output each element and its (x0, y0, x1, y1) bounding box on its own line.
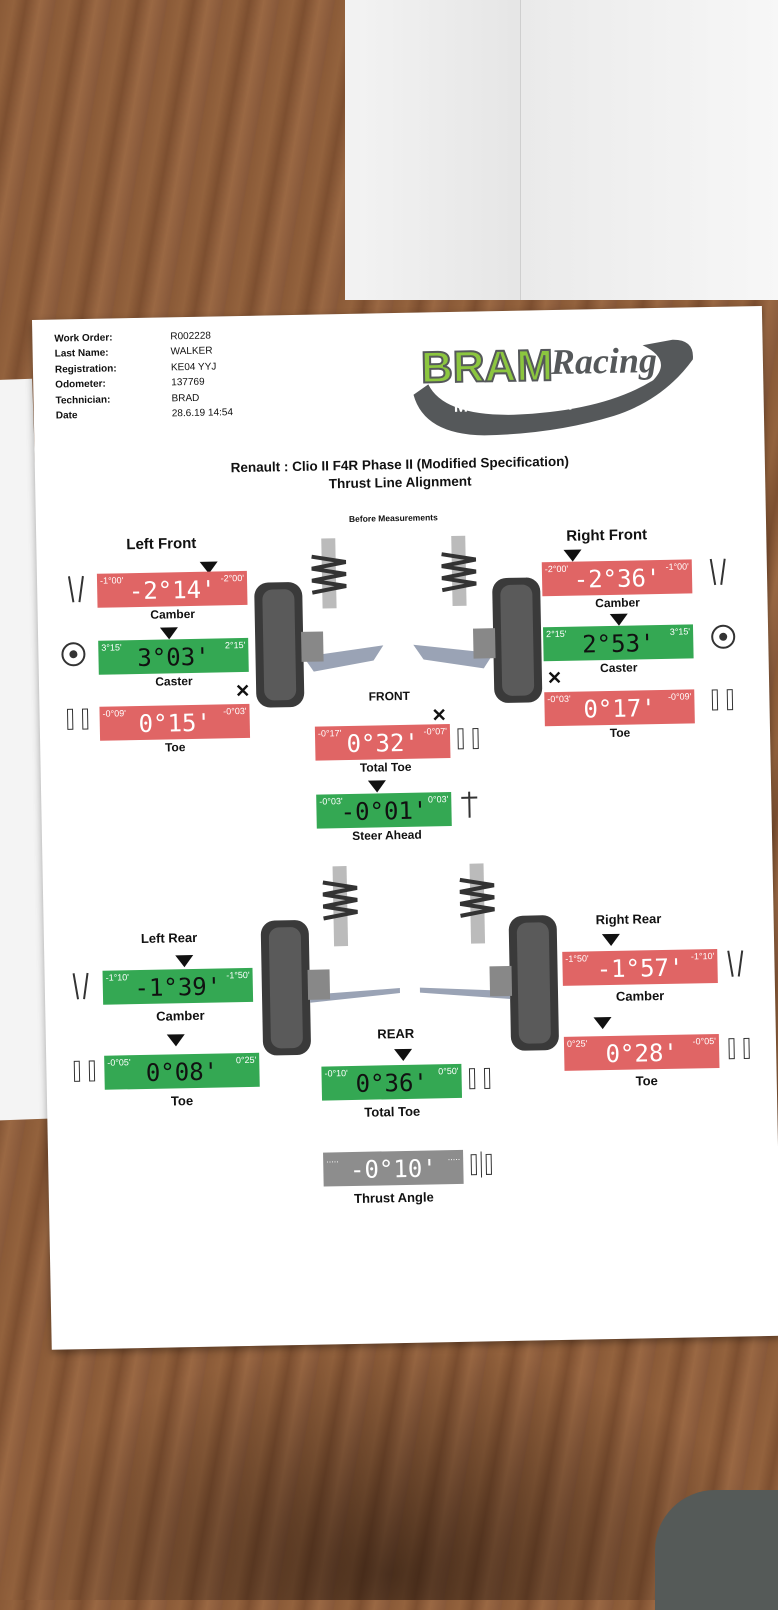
gauge-value: -1°39' (134, 972, 222, 1003)
shadow (0, 1340, 778, 1600)
camber-diagram-icon (67, 575, 84, 603)
steer-ahead-arrow-icon (367, 780, 387, 793)
toe-diagram-icon (73, 1060, 96, 1082)
left-front-toe-gauge: -0°09' -0°03' 0°15' (99, 703, 251, 741)
info-row: Date 28.6.19 14:54 (56, 405, 233, 424)
rear-total-toe-arrow-icon (394, 1048, 413, 1062)
gauge-value: -2°14' (128, 575, 216, 606)
right-front-camber-arrow-icon (563, 549, 582, 562)
left-rear-camber-label: Camber (156, 1007, 205, 1024)
right-front-caster-gauge: 2°15' 3°15' 2°53' (542, 624, 694, 662)
gauge-value: 0°32' (346, 728, 420, 759)
rear-total-toe-label: Total Toe (364, 1103, 421, 1120)
rear-section-label: REAR (377, 1025, 415, 1042)
bram-racing-logo: BRAM Racing MOTORSPORT (413, 339, 693, 436)
gauge-value: 0°17' (583, 694, 656, 724)
camber-diagram-icon (709, 558, 726, 586)
steer-ahead-label: Steer Ahead (352, 827, 422, 843)
left-front-toe-label: Toe (164, 740, 186, 755)
gauge-value: 0°08' (145, 1057, 219, 1087)
thrust-angle-label: Thrust Angle (353, 1189, 434, 1206)
right-front-toe-label: Toe (609, 725, 631, 740)
info-value: BRAD (171, 392, 200, 404)
caster-wheel-icon (61, 642, 86, 667)
gauge-value: -1°57' (596, 953, 684, 984)
left-rear-label: Left Rear (140, 929, 198, 947)
right-front-camber-gauge: -2°00' -1°00' -2°36' (541, 559, 693, 597)
front-suspension-diagram (254, 535, 543, 708)
steer-ahead-gauge: -0°03' 0°03' -0°01' (316, 792, 452, 829)
gauge-value: -2°36' (573, 563, 661, 594)
front-section-label: FRONT (368, 688, 411, 704)
info-value: WALKER (170, 345, 213, 358)
info-value: R002228 (170, 330, 212, 343)
right-front-camber-label: Camber (595, 595, 641, 611)
gauge-value: -0°10' (349, 1154, 437, 1185)
left-front-caster-arrow-icon (159, 627, 179, 640)
right-rear-camber-gauge: -1°50' -1°10' -1°57' (562, 948, 718, 986)
left-rear-toe-gauge: -0°05' 0°25' 0°08' (104, 1052, 260, 1090)
left-front-camber-gauge: -1°00' -2°00' -2°14' (96, 570, 248, 608)
report-title: Renault : Clio II F4R Phase II (Modified… (35, 449, 766, 499)
logo-word-motorsport: MOTORSPORT (454, 395, 576, 416)
left-rear-toe-label: Toe (170, 1093, 194, 1109)
toe-diagram-icon (66, 708, 89, 730)
right-front-label: Right Front (566, 526, 648, 545)
total-toe-icon (468, 1067, 491, 1090)
thrust-angle-gauge: ..... ..... -0°10' (323, 1149, 464, 1187)
right-front-caster-label: Caster (599, 660, 638, 676)
thrust-angle-icon (470, 1151, 492, 1178)
gauge-value: 3°03' (137, 642, 210, 673)
total-toe-icon (457, 728, 479, 750)
left-front-caster-gauge: 3°15' 2°15' 3°03' (98, 637, 249, 675)
left-rear-camber-arrow-icon (175, 955, 194, 968)
info-value: KE04 YYJ (170, 361, 217, 374)
front-total-toe-gauge: -0°17' -0°07' 0°32' (314, 724, 451, 761)
left-rear-camber-gauge: -1°10' -1°50' -1°39' (102, 967, 254, 1005)
left-rear-toe-arrow-icon (166, 1034, 185, 1047)
right-rear-camber-label: Camber (615, 987, 665, 1004)
gauge-value: -0°01' (340, 796, 428, 827)
job-info: Work Order:R002228 Last Name:WALKER Regi… (54, 328, 233, 424)
right-rear-camber-arrow-icon (601, 933, 621, 947)
caster-wheel-icon (711, 624, 736, 649)
camber-diagram-icon (727, 950, 744, 977)
left-front-caster-label: Caster (155, 673, 193, 689)
toe-diagram-icon (728, 1037, 750, 1060)
right-rear-label: Right Rear (595, 911, 662, 928)
rear-suspension-diagram (260, 863, 559, 1056)
right-rear-toe-label: Toe (635, 1073, 658, 1089)
alignment-report-sheet: Work Order:R002228 Last Name:WALKER Regi… (32, 305, 778, 1350)
out-of-spec-x-icon: ✕ (234, 680, 251, 702)
front-total-toe-label: Total Toe (359, 759, 412, 775)
rear-total-toe-gauge: -0°10' 0°50' 0°36' (321, 1063, 463, 1101)
logo-word-racing: Racing (550, 340, 658, 382)
right-rear-toe-gauge: 0°25' -0°05' 0°28' (563, 1033, 720, 1071)
toe-diagram-icon (711, 689, 734, 711)
box-panel (520, 0, 778, 300)
left-front-camber-label: Camber (150, 606, 196, 622)
gauge-value: 0°28' (605, 1038, 679, 1069)
info-value: 137769 (171, 376, 205, 389)
left-front-label: Left Front (126, 534, 197, 554)
right-front-caster-arrow-icon (609, 613, 628, 626)
gauge-value: 0°15' (138, 708, 212, 739)
gauge-value: 0°36' (355, 1068, 429, 1098)
out-of-spec-x-icon: ✕ (546, 667, 563, 689)
logo-word-bram: BRAM (421, 341, 554, 393)
gauge-value: 2°53' (581, 629, 655, 659)
info-key: Date (55, 410, 78, 422)
steer-ahead-icon (461, 791, 478, 818)
right-front-toe-gauge: -0°03' -0°09' 0°17' (544, 689, 695, 727)
sock (655, 1490, 778, 1610)
right-rear-toe-arrow-icon (593, 1017, 612, 1030)
info-value: 28.6.19 14:54 (171, 407, 234, 420)
camber-diagram-icon (72, 972, 89, 1000)
